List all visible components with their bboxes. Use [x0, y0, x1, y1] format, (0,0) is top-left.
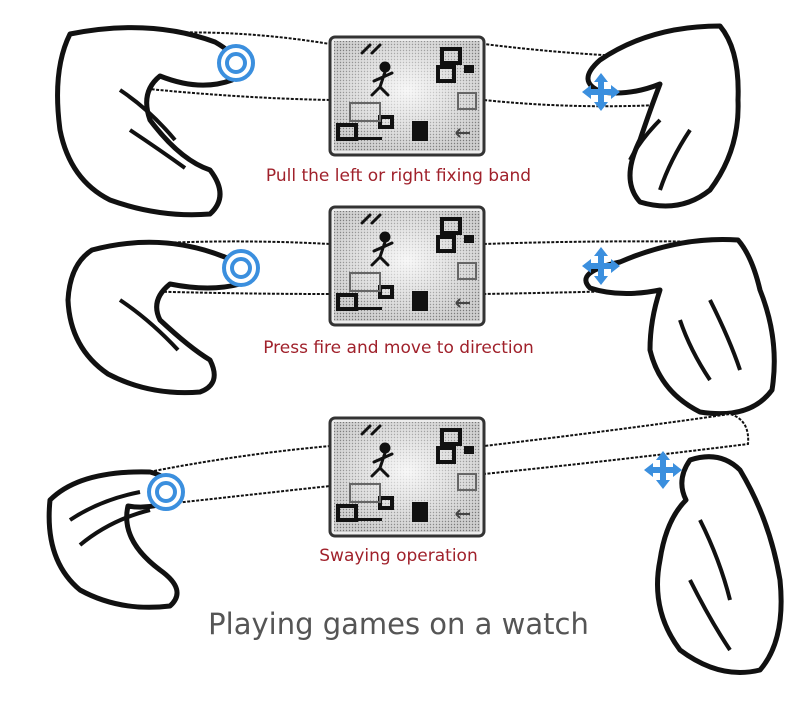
- fire-target-icon: [222, 249, 260, 287]
- watch-screen-2: [328, 205, 486, 327]
- watch-screen-3: [328, 416, 486, 538]
- step-2-illustration: [65, 205, 777, 417]
- fire-target-icon: [217, 44, 255, 82]
- step-3-caption: Swaying operation: [319, 546, 478, 566]
- page-title: Playing games on a watch: [208, 607, 589, 641]
- step-1-illustration: [55, 23, 741, 218]
- step-3-illustration: [46, 412, 784, 675]
- step-1-caption: Pull the left or right fixing band: [265, 166, 532, 186]
- fire-target-icon: [147, 473, 185, 511]
- watch-screen-1: [328, 35, 486, 157]
- step-2-caption: Press fire and move to direction: [263, 338, 534, 358]
